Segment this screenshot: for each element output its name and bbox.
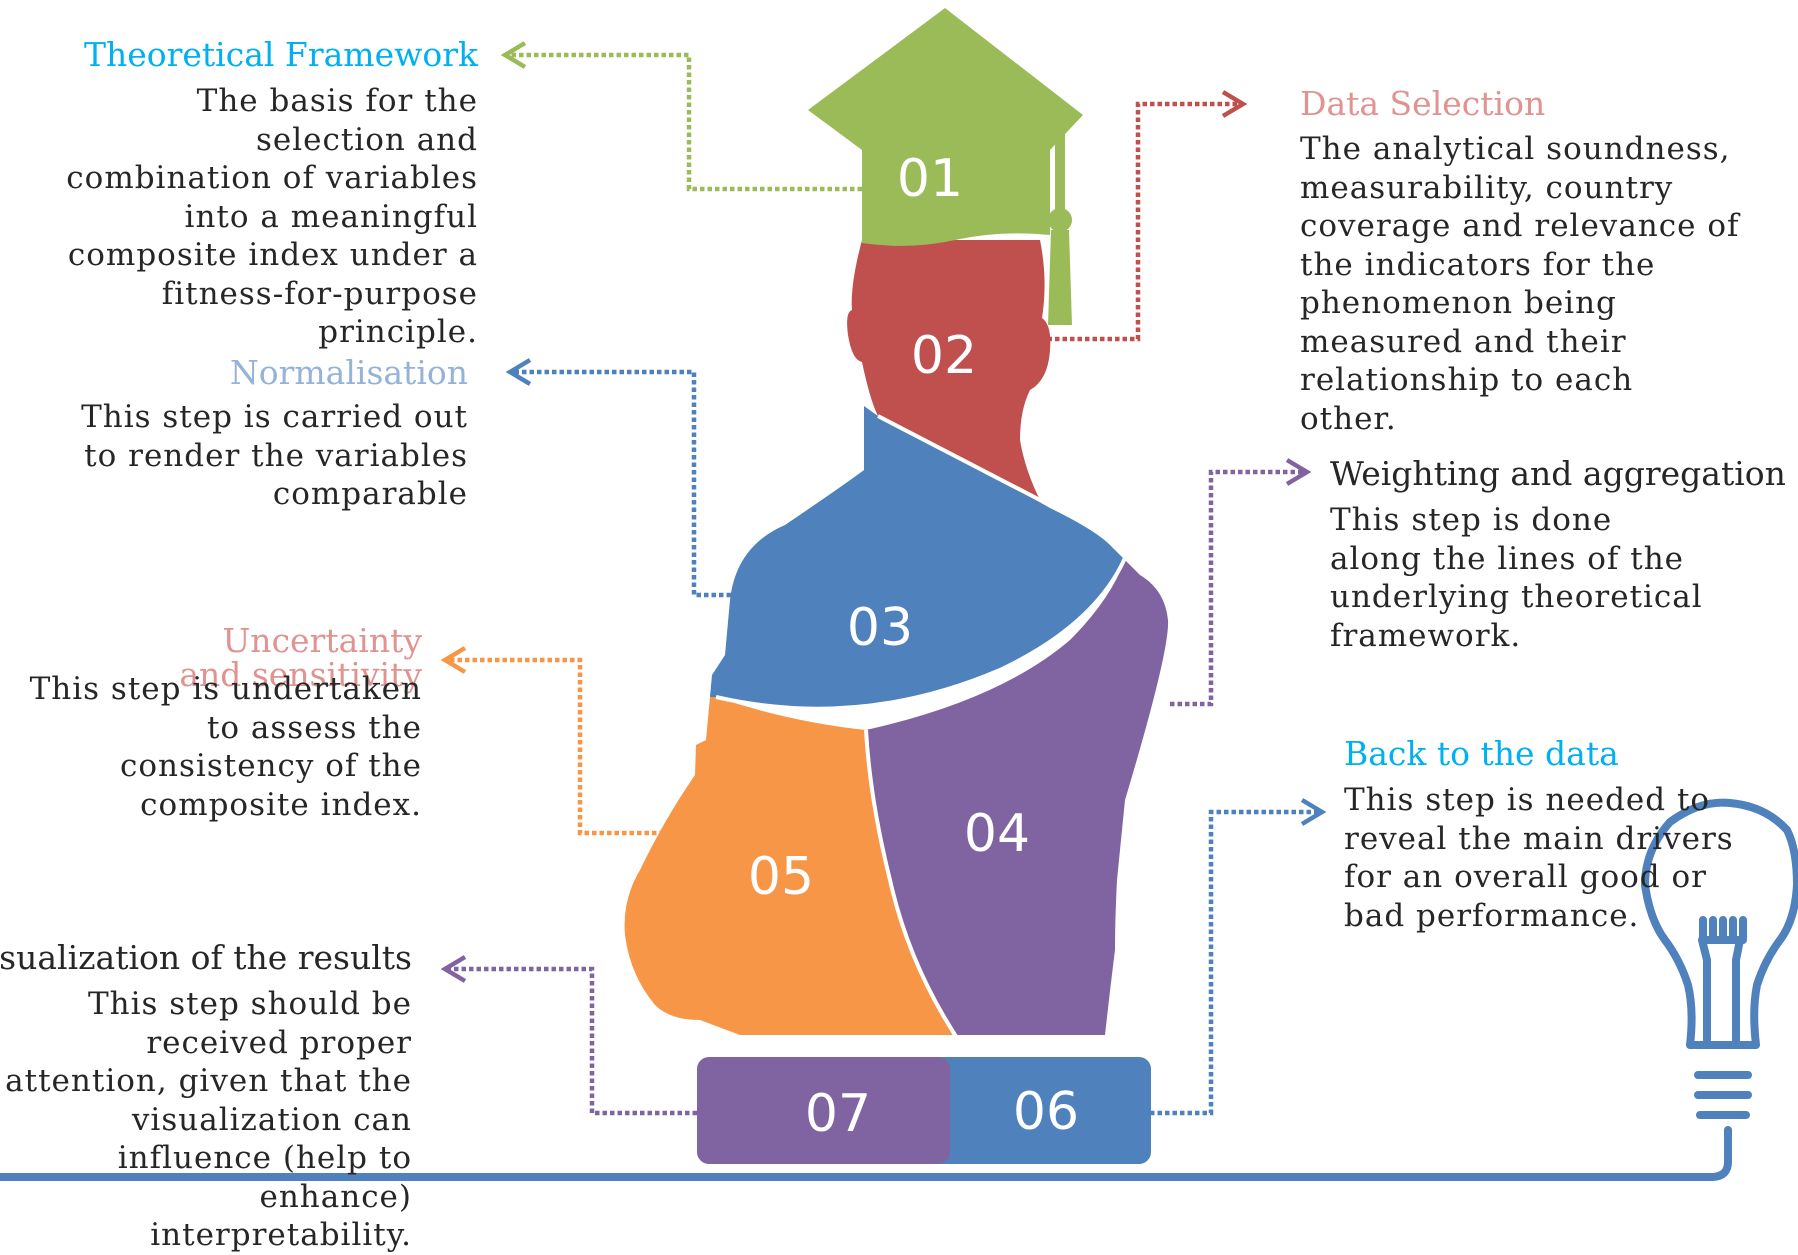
segment-05-arm [624, 697, 965, 1035]
segment-04-number: 04 [964, 804, 1030, 864]
segment-04-title: Weighting and aggregation [1330, 454, 1786, 493]
light-bulb-icon [1641, 798, 1798, 1119]
segment-03-title: Normalisation [229, 353, 468, 392]
segment-01-description: The basis for the selection and combinat… [66, 83, 478, 350]
connector-07 [440, 955, 697, 1116]
segment-07-description: This step should be received proper atte… [5, 986, 412, 1253]
segment-07-base [697, 1057, 950, 1164]
connector-06 [1150, 798, 1327, 1116]
segment-06-description: This step is needed to reveal the main d… [1344, 782, 1734, 934]
segment-03-description: This step is carried out to render the v… [81, 399, 468, 512]
connector-02 [1040, 90, 1248, 342]
infographic-canvas: 01 02 03 04 05 06 07 [0, 8, 1798, 1181]
segment-05-number: 05 [748, 847, 814, 907]
torso-group [624, 406, 1169, 1035]
segment-01-title: Theoretical Framework [83, 35, 478, 74]
segment-06-title: Back to the data [1344, 734, 1619, 773]
segment-07-number: 07 [805, 1084, 871, 1144]
segment-dividers [715, 414, 1127, 1052]
segment-03-number: 03 [847, 598, 913, 658]
connector-05 [440, 646, 664, 836]
segment-01-number: 01 [897, 149, 963, 209]
segment-02-head [847, 240, 1051, 500]
segment-06-number: 06 [1013, 1082, 1079, 1142]
segment-06-base [915, 1057, 1151, 1164]
segment-04-description: This step is done along the lines of the… [1330, 502, 1703, 654]
segment-05-title: Uncertainty and sensitivity [179, 621, 422, 694]
graduation-cap-icon [808, 8, 1083, 325]
segment-02-number: 02 [911, 326, 977, 386]
segment-01-cap [808, 8, 1083, 246]
connector-03 [505, 358, 746, 598]
segment-07-title: Visualization of the results [0, 938, 412, 977]
segment-05-description: This step is undertaken to assess the co… [29, 671, 422, 823]
segment-02-description: The analytical soundness, measurability,… [1300, 131, 1740, 437]
bottom-line [0, 1126, 1732, 1181]
segment-02-title: Data Selection [1300, 84, 1546, 123]
connector-04 [1170, 458, 1312, 707]
connector-01 [500, 41, 862, 192]
